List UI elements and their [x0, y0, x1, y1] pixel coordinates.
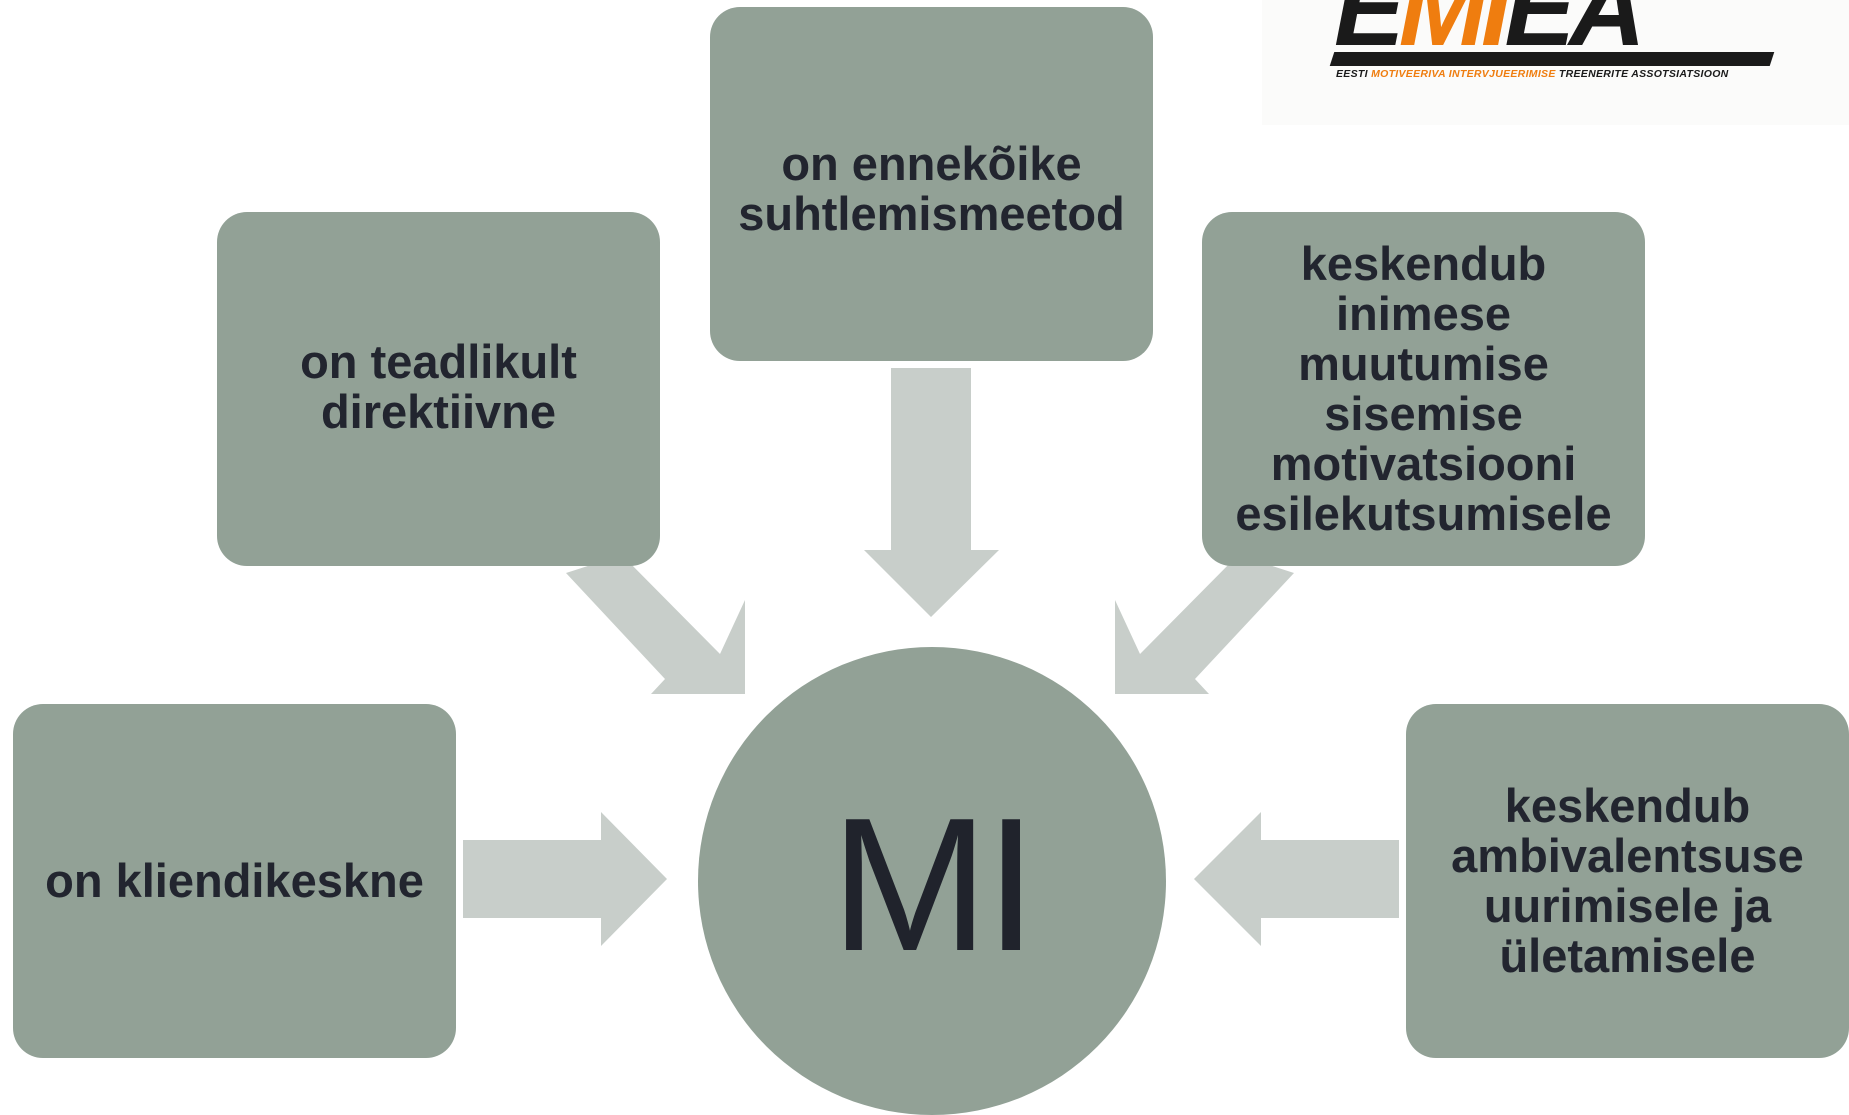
box-right: keskendub ambivalentsuse uurimisele ja ü…: [1406, 704, 1849, 1058]
box-line: sisemise: [1324, 387, 1523, 440]
box-line: on kliendikeskne: [45, 854, 424, 907]
emiea-logo: EMIEA EESTI MOTIVEERIVA INTERVJUEERIMISE…: [1262, 0, 1849, 125]
logo-mark-part: EA: [1504, 0, 1645, 68]
logo-tagline: EESTI MOTIVEERIVA INTERVJUEERIMISE TREEN…: [1336, 68, 1729, 80]
box-right-text: keskendub ambivalentsuse uurimisele ja ü…: [1451, 781, 1804, 981]
box-upper-right-text: keskendub inimese muutumise sisemise mot…: [1235, 239, 1611, 539]
box-top-text: on ennekõike suhtlemismeetod: [738, 139, 1125, 239]
box-line: uurimisele ja: [1483, 879, 1772, 932]
box-line: on ennekõike: [781, 137, 1082, 190]
box-line: ambivalentsuse: [1451, 829, 1804, 882]
logo-mark: EMIEA: [1334, 0, 1646, 62]
box-top: on ennekõike suhtlemismeetod: [710, 7, 1153, 361]
box-line: ületamisele: [1499, 929, 1756, 982]
center-circle: MI: [698, 647, 1166, 1115]
arrow-from-top: [864, 368, 999, 617]
arrow-from-right: [1194, 812, 1399, 946]
logo-mark-part: E: [1334, 0, 1405, 68]
box-line: motivatsiooni: [1270, 437, 1577, 490]
logo-tagline-part: TREENERITE ASSOTSIATSIOON: [1558, 68, 1729, 80]
box-line: suhtlemismeetod: [738, 187, 1125, 240]
arrow-from-upper-left: [566, 555, 745, 694]
box-line: direktiivne: [320, 385, 557, 438]
box-line: esilekutsumisele: [1235, 487, 1612, 540]
box-upper-left-text: on teadlikult direktiivne: [300, 337, 577, 437]
box-line: inimese: [1335, 287, 1512, 340]
center-label: MI: [830, 779, 1037, 991]
arrow-from-upper-right: [1115, 555, 1294, 694]
box-line: keskendub: [1300, 237, 1547, 290]
box-upper-right: keskendub inimese muutumise sisemise mot…: [1202, 212, 1645, 566]
arrow-from-left: [463, 812, 667, 946]
box-line: on teadlikult: [300, 335, 577, 388]
logo-tagline-part: EESTI: [1336, 68, 1372, 80]
box-upper-left: on teadlikult direktiivne: [217, 212, 660, 566]
box-left: on kliendikeskne: [13, 704, 456, 1058]
box-left-text: on kliendikeskne: [45, 856, 424, 906]
logo-mark-part: MI: [1398, 0, 1511, 68]
box-line: muutumise: [1298, 337, 1549, 390]
box-line: keskendub: [1504, 779, 1751, 832]
logo-tagline-part: MOTIVEERIVA INTERVJUEERIMISE: [1371, 68, 1559, 80]
